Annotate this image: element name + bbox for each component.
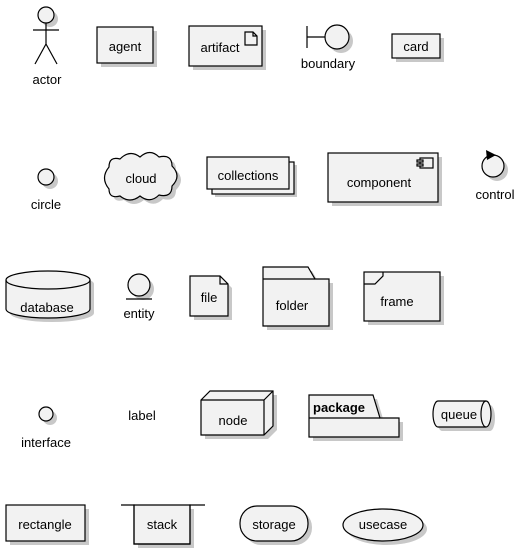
rectangle-element: rectangle — [5, 504, 89, 545]
entity-element: entity — [123, 273, 155, 321]
agent-label: agent — [109, 39, 142, 54]
usecase-ellipse-icon — [342, 508, 424, 542]
package-label: package — [313, 400, 365, 415]
node-3d-box-icon — [200, 390, 274, 436]
boundary-icon — [306, 24, 353, 53]
artifact-document-icon — [244, 31, 258, 46]
circle-label: circle — [31, 197, 61, 212]
node-label: node — [219, 413, 248, 428]
entity-icon — [126, 273, 154, 300]
package-tab-icon — [308, 394, 400, 438]
interface-icon — [38, 406, 54, 422]
circle-element: circle — [31, 168, 61, 212]
control-label: control — [475, 187, 514, 202]
agent-element: agent — [96, 26, 157, 67]
actor-element: actor — [33, 6, 63, 87]
boundary-element: boundary — [301, 24, 356, 71]
artifact-element: artifact — [188, 25, 266, 70]
cloud-element: cloud — [103, 151, 181, 204]
control-icon — [481, 150, 508, 181]
stack-label: stack — [147, 517, 178, 532]
database-element: database — [5, 270, 94, 322]
component-icon — [416, 157, 434, 169]
folder-label: folder — [276, 298, 309, 313]
cloud-label: cloud — [125, 171, 156, 186]
frame-label: frame — [380, 294, 413, 309]
queue-label: queue — [441, 407, 477, 422]
entity-label: entity — [123, 306, 155, 321]
label-element: label — [128, 408, 156, 423]
collections-label: collections — [218, 168, 279, 183]
boundary-label: boundary — [301, 56, 356, 71]
actor-label: actor — [33, 72, 63, 87]
file-label: file — [201, 290, 218, 305]
storage-shape-icon — [239, 505, 309, 542]
card-label: card — [403, 39, 428, 54]
node-element: node — [200, 390, 277, 439]
rectangle-label: rectangle — [18, 517, 71, 532]
queue-element: queue — [432, 400, 495, 431]
interface-element: interface — [21, 406, 71, 450]
database-label: database — [20, 300, 74, 315]
actor-stick-figure-icon — [33, 6, 59, 65]
card-element: card — [391, 33, 444, 62]
collections-element: collections — [206, 156, 297, 197]
interface-label: interface — [21, 435, 71, 450]
storage-label: storage — [252, 517, 295, 532]
component-element: component — [327, 152, 442, 206]
usecase-element: usecase — [342, 508, 427, 545]
frame-tab-icon — [364, 272, 384, 285]
folder-element: folder — [262, 266, 333, 330]
file-element: file — [189, 275, 232, 320]
circle-icon — [37, 168, 55, 186]
package-element: package — [308, 394, 403, 441]
artifact-label: artifact — [200, 40, 239, 55]
storage-element: storage — [239, 505, 312, 545]
frame-element: frame — [363, 271, 444, 325]
component-label: component — [347, 175, 412, 190]
usecase-label: usecase — [359, 517, 407, 532]
label-label: label — [128, 408, 156, 423]
folder-shape-icon — [262, 266, 330, 327]
stack-element: stack — [121, 504, 205, 548]
file-shape-icon — [189, 275, 229, 317]
control-element: control — [475, 150, 515, 202]
cloud-shape-icon — [103, 151, 178, 201]
